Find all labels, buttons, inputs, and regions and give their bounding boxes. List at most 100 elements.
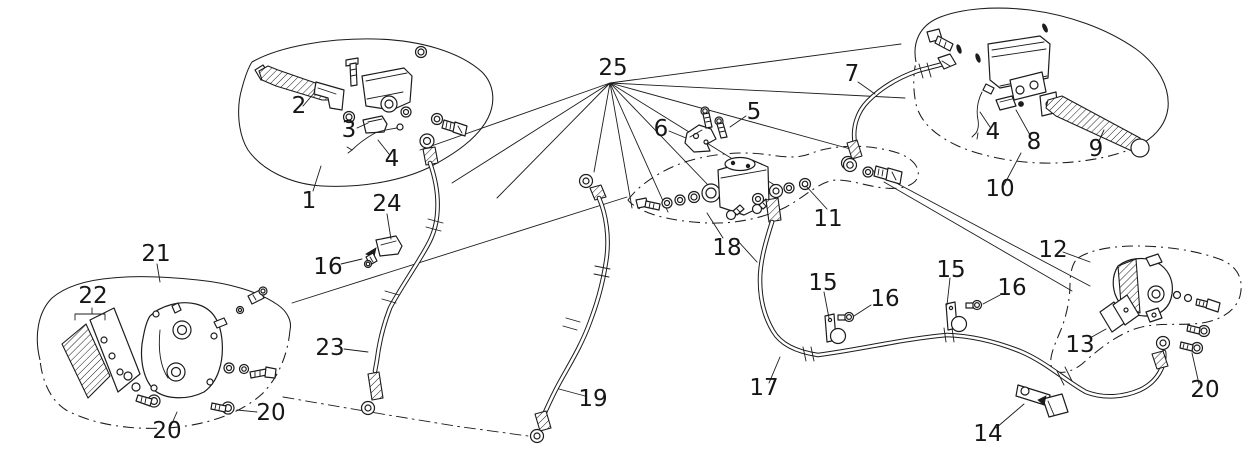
callout-24: 24 xyxy=(372,191,401,217)
hose-fitting xyxy=(765,197,782,223)
hose-end-fitting xyxy=(1151,350,1169,370)
hose-clamps xyxy=(824,299,983,345)
bleeder-valve xyxy=(171,302,182,314)
phantom-line-to-rear-caliper-2 xyxy=(883,181,1073,292)
group-outline-left-caliper-top xyxy=(36,276,291,361)
brake-hose-23 xyxy=(360,133,444,416)
leader-4-left xyxy=(377,139,390,155)
callout-16-b: 16 xyxy=(997,275,1026,301)
bolts-5 xyxy=(700,106,728,139)
phantom-line-to-rear-caliper-1 xyxy=(867,167,1091,287)
callout-14: 14 xyxy=(973,421,1002,447)
rear-caliper-assembly xyxy=(1099,253,1221,355)
callout-labels: 1 2 3 4 24 16 21 22 20 20 23 19 25 5 6 7… xyxy=(78,55,1219,447)
leader-lines xyxy=(74,81,1200,429)
callout-16-a: 16 xyxy=(870,286,899,312)
callout-17: 17 xyxy=(749,375,778,401)
screw-head xyxy=(751,203,763,215)
leader-17 xyxy=(768,356,781,384)
leader-9 xyxy=(1097,129,1105,144)
brake-hose-17 xyxy=(757,183,1171,399)
leader-8 xyxy=(1015,109,1031,136)
callout-12: 12 xyxy=(1038,237,1067,263)
callout-20-c: 20 xyxy=(1190,377,1219,403)
leader-13 xyxy=(1089,328,1107,339)
switch-wire-left xyxy=(346,123,404,154)
group-outline-center-master-cylinder xyxy=(627,145,919,224)
caliper-bolts-20-rear xyxy=(1179,324,1211,355)
callout-10: 10 xyxy=(985,176,1014,202)
brake-switch-left xyxy=(362,115,388,134)
leader-18a xyxy=(706,212,724,239)
bracket-24 xyxy=(375,235,403,257)
callout-22: 22 xyxy=(78,283,107,309)
hose-fitting xyxy=(589,184,607,201)
leader-12 xyxy=(1062,251,1091,263)
callout-25: 25 xyxy=(598,55,627,81)
phantom-lines xyxy=(282,167,1091,437)
hose-fitting xyxy=(846,139,863,160)
leader-6 xyxy=(668,130,687,139)
group-outline-right-lever-assembly-bottom xyxy=(913,61,1141,164)
callout-20-b: 20 xyxy=(256,400,285,426)
front-caliper-assembly xyxy=(61,286,277,415)
caliper-bolts-20 xyxy=(135,394,235,415)
switch-screw xyxy=(1018,101,1024,107)
leader-22 xyxy=(74,307,93,321)
callout-21: 21 xyxy=(141,241,170,267)
brake-hose-19 xyxy=(529,173,611,444)
callout-9: 9 xyxy=(1089,136,1104,162)
callout-1: 1 xyxy=(302,188,317,214)
hose-elbow-fitting xyxy=(937,53,957,70)
center-master-cylinder-group xyxy=(635,106,903,221)
leader-20-b xyxy=(236,409,258,413)
hose-fitting xyxy=(422,146,439,166)
front-lever-assembly xyxy=(254,45,468,154)
leader-22b xyxy=(91,313,106,321)
callout-23: 23 xyxy=(315,335,344,361)
callout-13: 13 xyxy=(1065,332,1094,358)
leader-18b xyxy=(736,239,758,263)
leader-20-c xyxy=(1191,352,1200,385)
pin xyxy=(1183,293,1193,303)
leader-16-b xyxy=(982,294,1001,305)
callout-18: 18 xyxy=(712,235,741,261)
switch-wire-right xyxy=(971,83,995,140)
leader-5 xyxy=(729,115,747,128)
mount-bolt-threads xyxy=(934,35,954,52)
callout-16-left: 16 xyxy=(313,254,342,280)
callout-15-a: 15 xyxy=(808,270,837,296)
callout-8: 8 xyxy=(1027,129,1042,155)
lever-ball-end xyxy=(1130,138,1150,158)
leader-24 xyxy=(386,213,392,240)
slotted-washer xyxy=(956,44,962,54)
leader-3 xyxy=(356,122,369,129)
caliper-small-parts xyxy=(213,286,277,379)
brake-pad-22-b xyxy=(89,307,141,393)
bracket-24-group xyxy=(363,235,403,269)
cylinder-cap xyxy=(724,156,756,172)
leader-19 xyxy=(558,388,586,397)
leader-16-left xyxy=(340,258,363,265)
leader-16-a xyxy=(853,304,872,317)
leader-20-a xyxy=(169,411,178,429)
center-phantom-dashdot-line xyxy=(282,396,529,437)
leader-15-b xyxy=(946,277,951,306)
callout-4-left: 4 xyxy=(385,146,400,172)
leader-7 xyxy=(857,81,876,95)
leader-21 xyxy=(156,263,161,283)
hose-end-fitting xyxy=(367,371,384,401)
phantom-line-caliper-to-cylinder xyxy=(291,196,628,304)
group-outline-right-lever-assembly-top xyxy=(914,7,1169,146)
leader-23 xyxy=(343,348,369,353)
right-lever-assembly xyxy=(926,23,1150,158)
leader-14 xyxy=(995,403,1025,429)
callout-2: 2 xyxy=(292,93,307,119)
group-outline-rear-caliper xyxy=(1050,245,1242,373)
banjo-bolt-right-lobe xyxy=(842,157,903,185)
callout-7: 7 xyxy=(845,61,860,87)
leader-10 xyxy=(1003,152,1022,186)
master-cylinder-left xyxy=(361,67,413,111)
